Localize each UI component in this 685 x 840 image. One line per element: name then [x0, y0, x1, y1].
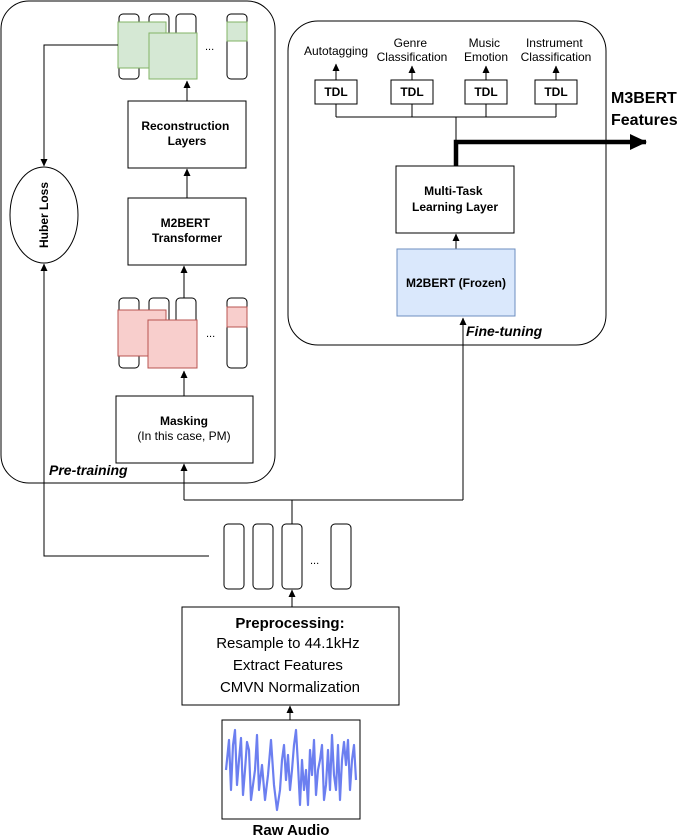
task-head-emotion: Music Emotion TDL [464, 36, 508, 105]
task-head-genre: Genre Classification TDL [377, 36, 448, 105]
reconstruction-layers-label: Reconstruction Layers [141, 119, 232, 148]
raw-audio-waveform [224, 728, 358, 812]
task-head-instrument: Instrument Classification TDL [521, 36, 592, 105]
task-label-emotion: Music Emotion [464, 36, 508, 64]
preprocessing-box [181, 606, 400, 706]
masked-ellipsis: ... [206, 328, 215, 340]
task-head-autotagging: Autotagging TDL [304, 44, 368, 105]
reconstructed-patch-3 [226, 21, 248, 42]
feature-connectors [180, 317, 467, 607]
mtl-label: Multi-Task Learning Layer [412, 184, 498, 214]
raw-audio-label: Raw Audio [253, 822, 330, 839]
pretraining-panel [0, 0, 276, 484]
reconstructed-feature-stack: ... [117, 13, 248, 80]
masking-box [115, 395, 254, 464]
masked-feature-stack: ... [117, 297, 248, 369]
reconstructed-patch-2 [148, 32, 198, 80]
task-label-genre: Genre Classification [377, 36, 448, 64]
masked-patch-2 [147, 319, 198, 369]
task-label-autotagging: Autotagging [304, 44, 368, 58]
huber-loss-ellipse [9, 166, 79, 264]
features-output-arrow [453, 134, 647, 166]
feature-frames: ... [223, 523, 352, 590]
tdl-box-2: TDL [400, 85, 423, 99]
feature-frames-ellipsis: ... [310, 555, 319, 567]
tdl-bus [335, 104, 557, 166]
transformer-label: M2BERT Transformer [152, 216, 222, 245]
preprocessing-steps: Resample to 44.1kHz Extract Features CMV… [216, 635, 364, 696]
tdl-box-3: TDL [474, 85, 497, 99]
masked-patch-3 [226, 306, 248, 328]
reconstruction-layers-box [127, 100, 247, 169]
huber-loss-label: Huber Loss [37, 182, 51, 248]
reconstructed-ellipsis: ... [205, 41, 214, 53]
tdl-box-1: TDL [324, 85, 347, 99]
finetuning-label: Fine-tuning [466, 323, 543, 339]
pretraining-connectors [40, 44, 209, 557]
features-output-label: M3BERT Features [611, 90, 681, 129]
pretraining-label: Pre-training [49, 462, 128, 478]
finetuning-panel [287, 20, 607, 346]
task-label-instrument: Instrument Classification [521, 36, 592, 64]
transformer-box [127, 197, 247, 266]
frozen-m2bert-box [396, 248, 516, 317]
masking-title: Masking [160, 414, 208, 428]
frozen-m2bert-label: M2BERT (Frozen) [406, 276, 506, 290]
tdl-box-4: TDL [544, 85, 567, 99]
masking-subtitle: (In this case, PM) [137, 429, 230, 443]
preprocessing-title: Preprocessing: [235, 615, 344, 632]
